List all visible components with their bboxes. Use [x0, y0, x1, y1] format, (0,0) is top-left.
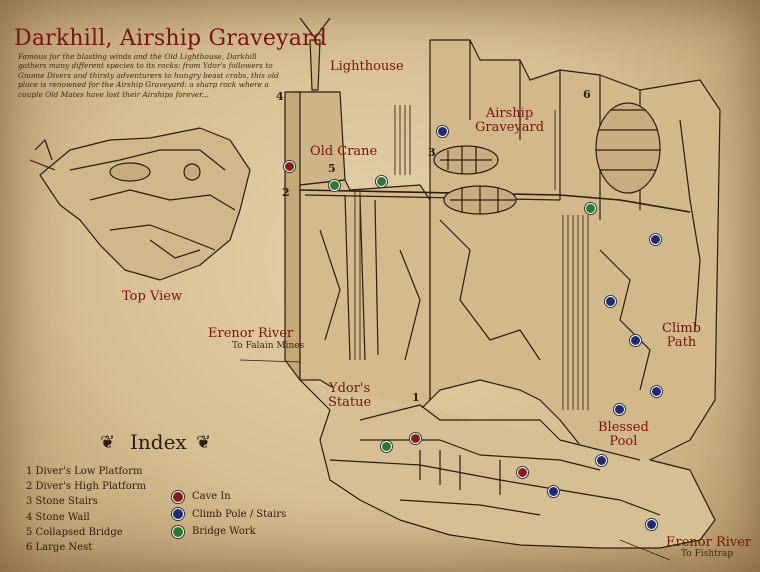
label-to-falain-mines: To Falain Mines	[232, 341, 305, 351]
top-view-sketch	[29, 127, 251, 281]
label-airship-graveyard: Airship Graveyard	[475, 106, 545, 135]
climb-pole-marker	[596, 455, 607, 466]
climb-pole-marker	[646, 519, 657, 530]
legend-item-climb-pole: Climb Pole / Stairs	[172, 506, 286, 524]
location-number-5: 5	[328, 162, 336, 175]
cave-in-marker	[284, 161, 295, 172]
index-item: 5 Collapsed Bridge	[26, 526, 123, 538]
label-top-view: Top View	[122, 289, 183, 304]
climb-pole-marker	[605, 296, 616, 307]
location-number-1: 1	[412, 391, 420, 404]
map-title: Darkhill, Airship Graveyard	[14, 26, 328, 51]
cave-in-marker	[410, 433, 421, 444]
legend-item-cave-in: Cave In	[172, 488, 286, 506]
climb-pole-marker	[650, 234, 661, 245]
airship-drawings	[433, 102, 661, 215]
fleur-left-icon: ❦	[100, 432, 116, 453]
climb-pole-marker	[651, 386, 662, 397]
location-number-3: 3	[428, 146, 436, 159]
legend-item-bridge-work: Bridge Work	[172, 523, 286, 541]
legend-label: Bridge Work	[192, 526, 256, 537]
label-old-crane: Old Crane	[310, 144, 378, 159]
climb-pole-marker	[548, 486, 559, 497]
map-legend: Cave In Climb Pole / Stairs Bridge Work	[172, 488, 286, 541]
index-item: 1 Diver's Low Platform	[26, 466, 143, 477]
climb-pole-marker	[630, 335, 641, 346]
location-number-2: 2	[282, 186, 290, 199]
cave-in-icon	[172, 490, 184, 503]
bridge-work-marker	[381, 441, 392, 452]
label-erenor-river-top: Erenor River	[208, 326, 294, 341]
fleur-right-icon: ❦	[196, 432, 212, 453]
bridge-work-marker	[376, 176, 387, 187]
legend-label: Climb Pole / Stairs	[192, 508, 287, 520]
label-lighthouse: Lighthouse	[330, 59, 404, 74]
cave-in-marker	[517, 467, 528, 478]
bridge-work-marker	[585, 203, 596, 214]
label-blessed-pool: Blessed Pool	[598, 420, 649, 449]
label-to-fishtrap: To Fishtrap	[681, 549, 734, 559]
location-number-4: 4	[276, 90, 284, 103]
legend-label: Cave In	[192, 491, 231, 502]
index-item: 3 Stone Stairs	[26, 496, 98, 508]
climb-pole-marker	[614, 404, 625, 415]
label-erenor-river-bottom: Erenor River	[666, 535, 752, 550]
index-item: 2 Diver's High Platform	[26, 481, 146, 493]
bridge-work-marker	[329, 180, 340, 191]
location-number-6: 6	[583, 88, 591, 101]
intro-text: Famous for the blasting winds and the Ol…	[18, 52, 279, 99]
label-ydors-statue: Ydor's Statue	[328, 381, 372, 410]
index-item: 6 Large Nest	[26, 542, 93, 554]
bridge-work-icon	[172, 525, 184, 538]
index-list: 1 Diver's Low Platform 2 Diver's High Pl…	[26, 464, 146, 555]
climb-pole-icon	[172, 508, 184, 521]
index-item: 4 Stone Wall	[26, 511, 90, 523]
climb-pole-marker	[437, 126, 448, 137]
index-title: Index	[130, 430, 187, 454]
label-climb-path: Climb Path	[662, 321, 701, 350]
